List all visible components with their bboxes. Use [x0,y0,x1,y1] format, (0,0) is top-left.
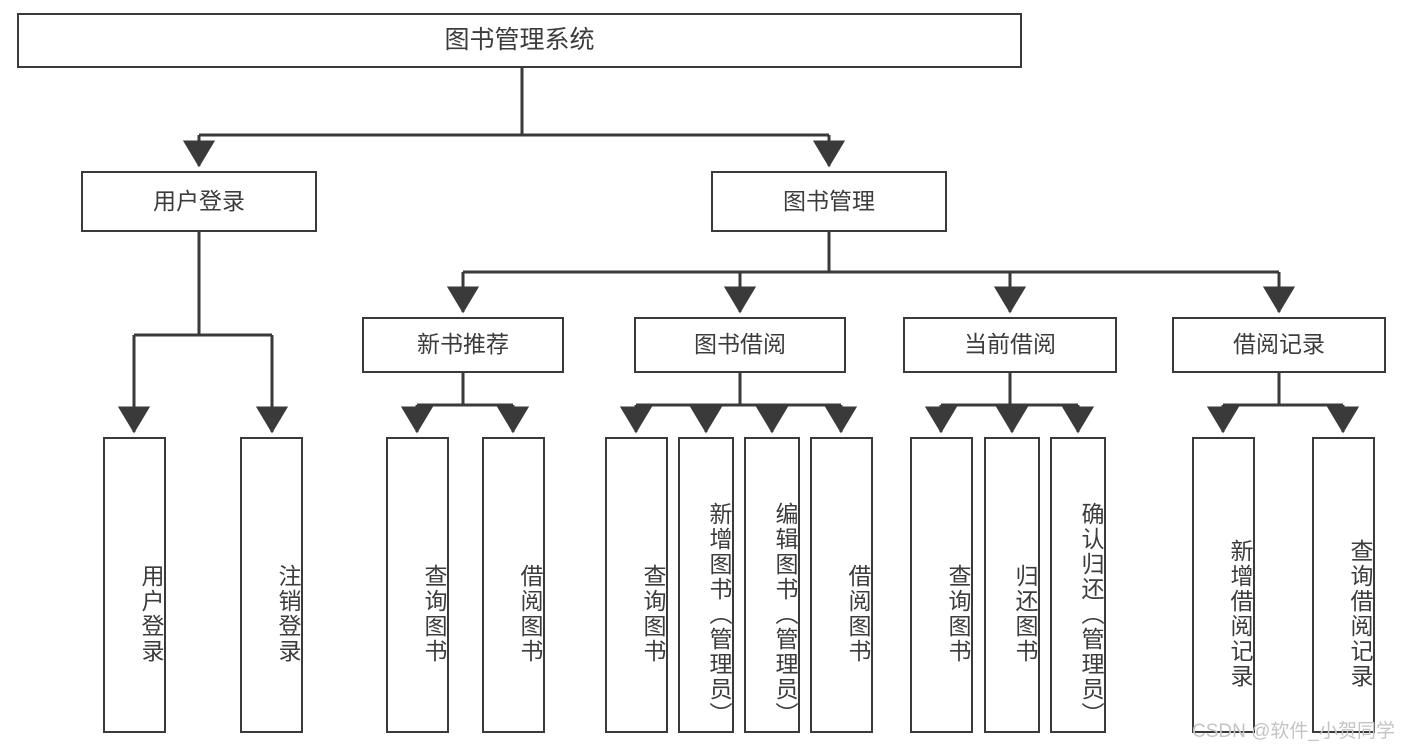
node-root[interactable]: 图书管理系统 [17,13,1022,68]
leaf-add-book-admin-label: 新增图书（管理员） [706,501,732,727]
leaf-user-login[interactable]: 用户登录 [103,437,166,733]
leaf-query-book-current-label: 查询图书 [945,564,971,664]
node-new-book-recommend-label: 新书推荐 [417,331,509,358]
leaf-confirm-return-admin[interactable]: 确认归还（管理员） [1050,437,1106,733]
leaf-query-borrow-record-label: 查询借阅记录 [1347,539,1373,689]
node-borrow-record[interactable]: 借阅记录 [1172,317,1386,373]
leaf-edit-book-admin[interactable]: 编辑图书（管理员） [744,437,800,733]
node-book-borrow-label: 图书借阅 [694,331,786,358]
leaf-borrow-book-label: 借阅图书 [845,564,871,664]
leaf-add-borrow-record-label: 新增借阅记录 [1227,539,1253,689]
leaf-logout[interactable]: 注销登录 [240,437,303,733]
leaf-return-book[interactable]: 归还图书 [984,437,1040,733]
node-book-management-label: 图书管理 [783,187,875,214]
leaf-add-borrow-record[interactable]: 新增借阅记录 [1192,437,1255,733]
node-book-borrow[interactable]: 图书借阅 [634,317,846,373]
leaf-query-book-borrow[interactable]: 查询图书 [605,437,668,733]
leaf-add-book-admin[interactable]: 新增图书（管理员） [678,437,734,733]
leaf-borrow-book-new[interactable]: 借阅图书 [482,437,545,733]
leaf-query-book-new-label: 查询图书 [421,564,447,664]
leaf-edit-book-admin-label: 编辑图书（管理员） [772,501,798,727]
node-book-management[interactable]: 图书管理 [711,171,947,232]
leaf-return-book-label: 归还图书 [1012,564,1038,664]
leaf-query-book-new[interactable]: 查询图书 [386,437,449,733]
node-current-borrow[interactable]: 当前借阅 [903,317,1117,373]
leaf-confirm-return-admin-label: 确认归还（管理员） [1078,501,1104,727]
leaf-logout-label: 注销登录 [275,564,301,664]
leaf-query-book-borrow-label: 查询图书 [640,564,666,664]
node-root-label: 图书管理系统 [444,25,595,54]
node-new-book-recommend[interactable]: 新书推荐 [362,317,564,373]
leaf-borrow-book-new-label: 借阅图书 [517,564,543,664]
node-user-login-label: 用户登录 [153,187,245,214]
leaf-query-book-current[interactable]: 查询图书 [910,437,973,733]
leaf-user-login-label: 用户登录 [138,564,164,664]
node-current-borrow-label: 当前借阅 [964,331,1056,358]
node-user-login[interactable]: 用户登录 [81,171,317,232]
leaf-query-borrow-record[interactable]: 查询借阅记录 [1312,437,1375,733]
leaf-borrow-book[interactable]: 借阅图书 [810,437,873,733]
node-borrow-record-label: 借阅记录 [1233,331,1325,358]
